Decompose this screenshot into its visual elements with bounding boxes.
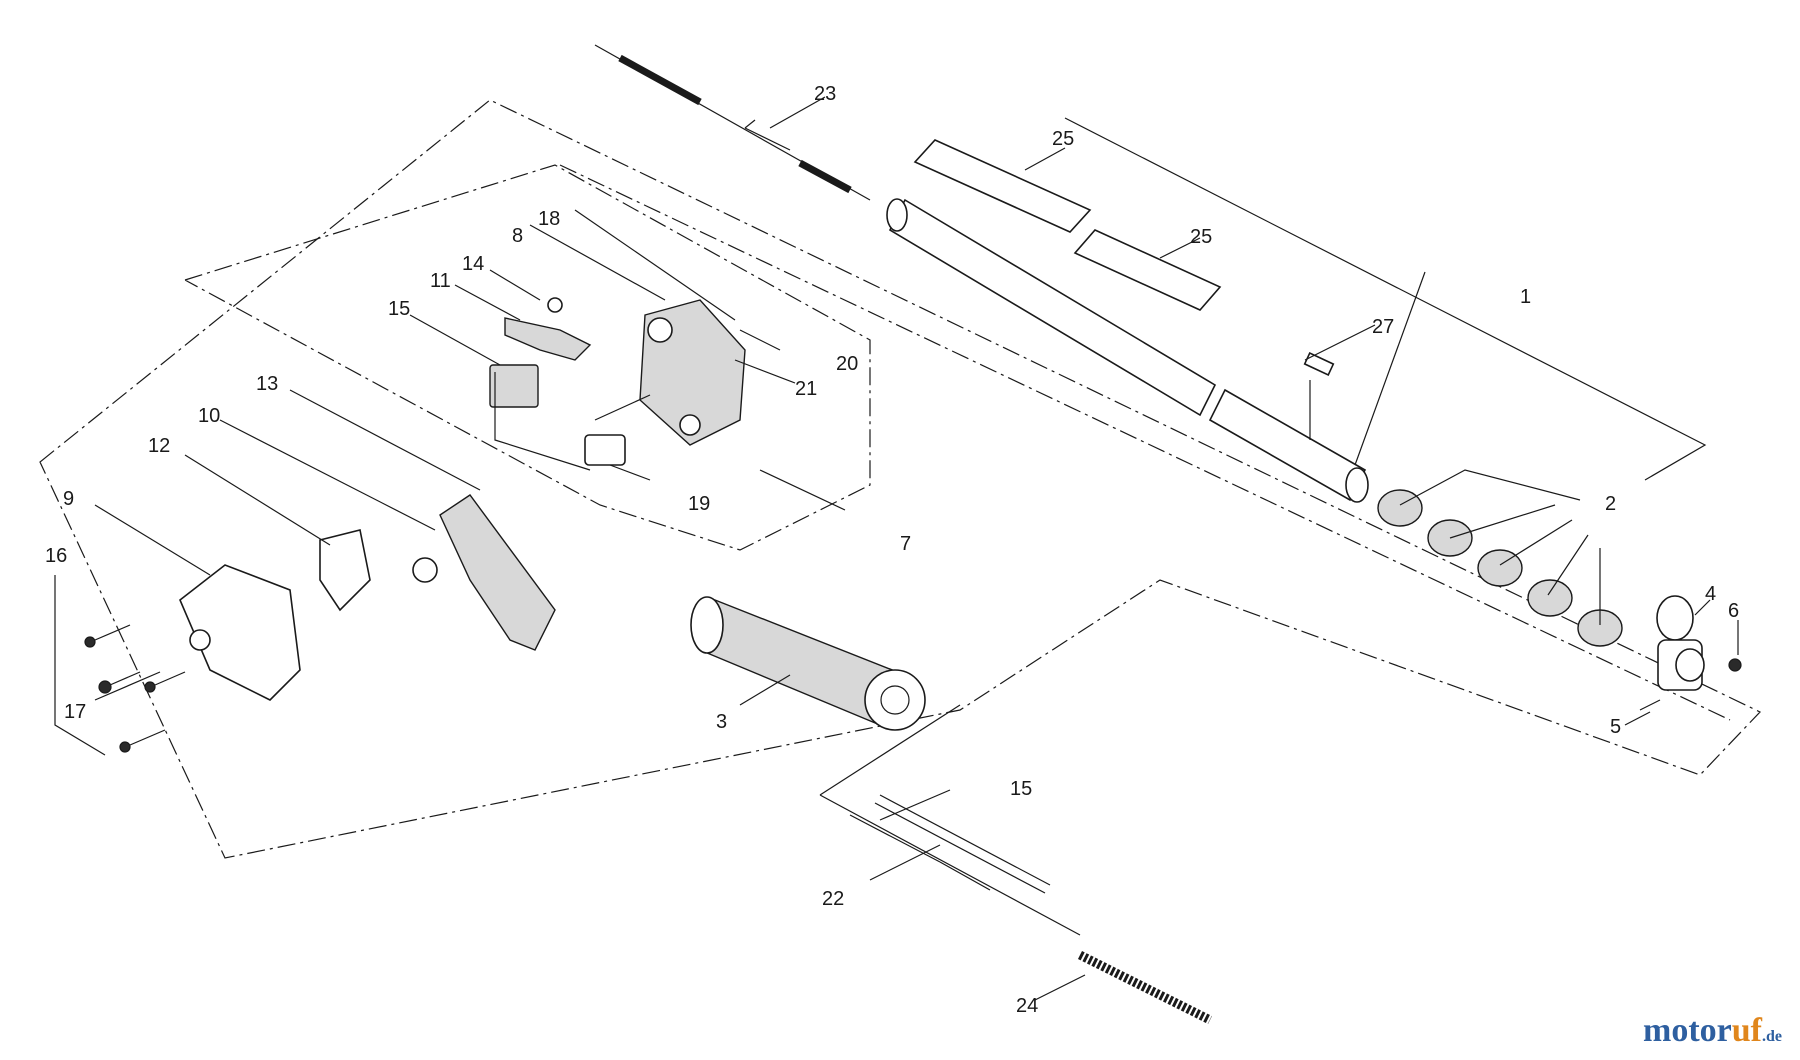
handle-grip bbox=[690, 596, 926, 731]
assembly-outlines bbox=[39, 99, 1762, 859]
throttle-housing bbox=[584, 299, 746, 466]
callout-14: 14 bbox=[462, 253, 484, 275]
callout-24: 24 bbox=[1016, 995, 1038, 1017]
callout-25-top: 25 bbox=[1052, 128, 1074, 150]
callout-9: 9 bbox=[63, 488, 74, 510]
leader-lines bbox=[94, 96, 1739, 1001]
callouts: 23 25 25 1 27 2 4 6 5 7 18 8 14 11 15 20… bbox=[45, 83, 1739, 1017]
callout-18: 18 bbox=[538, 208, 560, 230]
stickers bbox=[913, 139, 1335, 376]
callout-6: 6 bbox=[1728, 600, 1739, 622]
callout-17: 17 bbox=[64, 701, 86, 723]
callout-8: 8 bbox=[512, 225, 523, 247]
callout-13: 13 bbox=[256, 373, 278, 395]
callout-1: 1 bbox=[1520, 286, 1531, 308]
callout-12: 12 bbox=[148, 435, 170, 457]
callout-19: 19 bbox=[688, 493, 710, 515]
main-axis-line bbox=[559, 164, 1731, 721]
callout-10: 10 bbox=[198, 405, 220, 427]
callout-3: 3 bbox=[716, 711, 727, 733]
callout-7: 7 bbox=[900, 533, 911, 555]
callout-15-bottom: 15 bbox=[1010, 778, 1032, 800]
callout-27: 27 bbox=[1372, 316, 1394, 338]
callout-21: 21 bbox=[795, 378, 817, 400]
callout-15-top: 15 bbox=[388, 298, 410, 320]
callout-25-bottom: 25 bbox=[1190, 226, 1212, 248]
throttle-trigger bbox=[489, 297, 592, 471]
logo-text-main: motor bbox=[1643, 1012, 1732, 1049]
cables bbox=[819, 704, 1213, 1025]
screws bbox=[54, 575, 186, 756]
inner-assembly-outline bbox=[184, 164, 871, 551]
motoruf-logo: motoruf.de bbox=[1643, 1012, 1782, 1050]
callout-2: 2 bbox=[1605, 493, 1616, 515]
logo-text-accent: uf bbox=[1731, 1012, 1762, 1049]
dampers bbox=[1377, 489, 1623, 647]
callout-4: 4 bbox=[1705, 583, 1716, 605]
callout-23: 23 bbox=[814, 83, 836, 105]
callout-20: 20 bbox=[836, 353, 858, 375]
callout-11: 11 bbox=[430, 270, 451, 292]
callout-22: 22 bbox=[822, 888, 844, 910]
control-lever bbox=[179, 494, 556, 701]
outer-assembly-outline bbox=[39, 99, 1762, 859]
logo-text-tld: .de bbox=[1762, 1028, 1782, 1045]
hanger-assembly bbox=[1639, 595, 1742, 711]
main-tube bbox=[886, 198, 1369, 503]
drive-shaft bbox=[594, 44, 871, 201]
callout-5: 5 bbox=[1610, 716, 1621, 738]
callout-16: 16 bbox=[45, 545, 67, 567]
